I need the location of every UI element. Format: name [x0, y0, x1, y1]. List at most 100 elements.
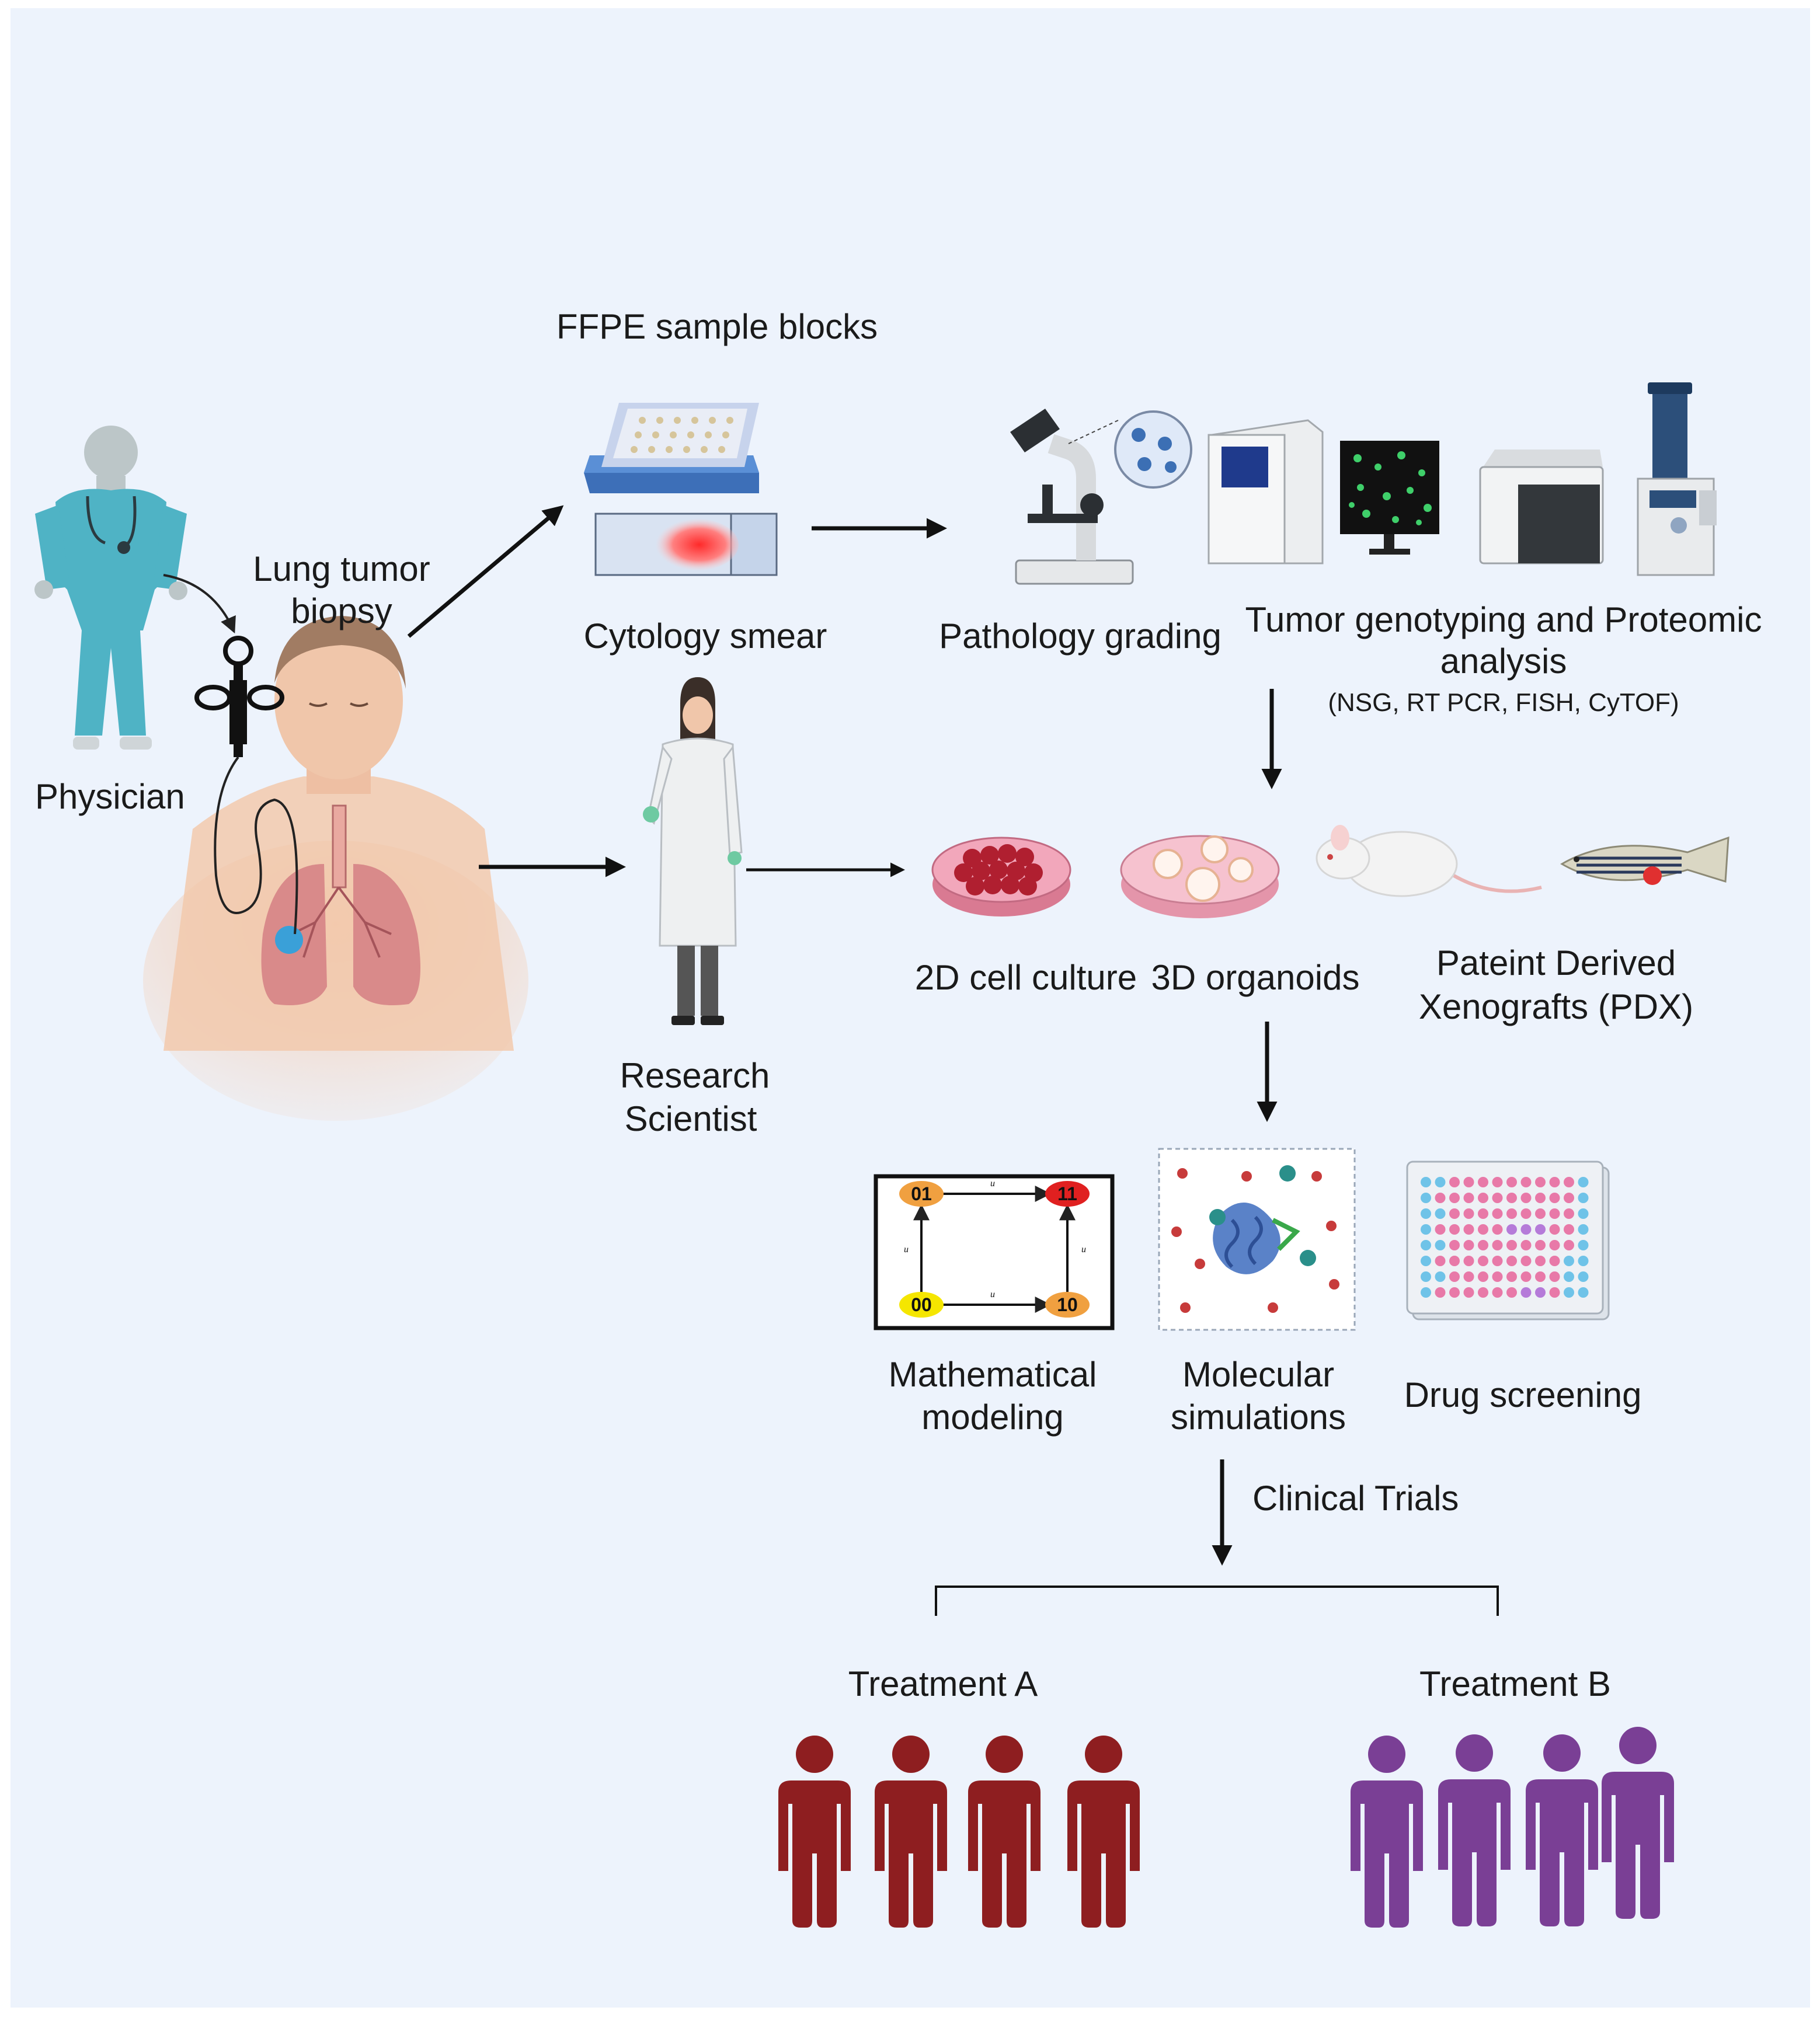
well — [1506, 1177, 1517, 1187]
well — [1492, 1287, 1503, 1298]
well — [1506, 1287, 1517, 1298]
well — [1421, 1177, 1431, 1187]
well — [1520, 1208, 1532, 1219]
well — [1463, 1256, 1474, 1266]
well — [1492, 1193, 1503, 1203]
label-genotyping-line1: Tumor genotyping and Proteomic — [1245, 600, 1762, 639]
well — [1421, 1256, 1431, 1266]
edge-label-right: u — [1081, 1245, 1086, 1255]
well — [1549, 1287, 1560, 1298]
well — [1478, 1240, 1488, 1250]
well — [1435, 1256, 1446, 1266]
well — [1492, 1271, 1503, 1282]
well — [1449, 1287, 1460, 1298]
well — [1463, 1208, 1474, 1219]
label-2d-culture: 2D cell culture — [914, 958, 1137, 997]
well — [1535, 1271, 1546, 1282]
well — [1564, 1224, 1574, 1235]
well — [1520, 1271, 1532, 1282]
label-molsim-line1: Molecular — [1182, 1355, 1335, 1394]
label-cytology: Cytology smear — [583, 616, 827, 656]
molecular-simulation-image — [1158, 1148, 1356, 1331]
label-molsim-line2: simulations — [1170, 1398, 1346, 1437]
label-math-line2: modeling — [921, 1398, 1064, 1437]
well — [1535, 1208, 1546, 1219]
well — [1549, 1193, 1560, 1203]
treatment-a-group — [778, 1736, 1140, 1928]
well — [1549, 1271, 1560, 1282]
person-icon — [1438, 1734, 1511, 1926]
edge-label-bottom: u — [990, 1290, 995, 1299]
organoid-3d-dish-image — [1120, 835, 1280, 918]
well — [1492, 1224, 1503, 1235]
pcr-machine-image — [1479, 450, 1604, 565]
zebrafish-image — [1560, 836, 1729, 885]
person-icon — [1351, 1736, 1423, 1928]
well — [1578, 1208, 1589, 1219]
label-treatment-b: Treatment B — [1419, 1664, 1611, 1703]
person-icon — [778, 1736, 851, 1928]
well — [1535, 1287, 1546, 1298]
label-research-line1: Research — [620, 1056, 770, 1095]
well — [1478, 1271, 1488, 1282]
well — [1478, 1177, 1488, 1187]
well — [1435, 1193, 1446, 1203]
person-icon — [1526, 1734, 1598, 1926]
biopsy-device — [194, 636, 298, 935]
edge-label-left: u — [904, 1245, 909, 1255]
treatment-b-group — [1351, 1727, 1674, 1928]
well — [1421, 1240, 1431, 1250]
well — [1421, 1271, 1431, 1282]
arrow-biopsy-to-ffpe — [407, 505, 564, 638]
well — [1449, 1271, 1460, 1282]
state-label-10: 10 — [1057, 1294, 1078, 1315]
person-icon — [1067, 1736, 1140, 1928]
well — [1492, 1240, 1503, 1250]
state-node-00 — [899, 1292, 944, 1318]
well — [1564, 1208, 1574, 1219]
label-pathology: Pathology grading — [939, 616, 1222, 656]
well — [1578, 1224, 1589, 1235]
well — [1564, 1271, 1574, 1282]
well — [1535, 1193, 1546, 1203]
well — [1578, 1256, 1589, 1266]
label-drug-screening: Drug screening — [1404, 1375, 1642, 1414]
well — [1506, 1208, 1517, 1219]
edge-label-top: u — [990, 1179, 995, 1189]
well — [1463, 1193, 1474, 1203]
ffpe-block-image — [584, 403, 759, 493]
label-research-line2: Scientist — [624, 1099, 757, 1138]
well — [1478, 1193, 1488, 1203]
person-icon — [968, 1736, 1041, 1928]
state-label-00: 00 — [911, 1294, 932, 1315]
label-pdx-line1: Pateint Derived — [1436, 943, 1676, 982]
label-lung-biopsy-line2: biopsy — [291, 591, 392, 630]
scientist-figure — [643, 677, 743, 1025]
well — [1535, 1256, 1546, 1266]
well — [1520, 1177, 1532, 1187]
label-physician: Physician — [35, 777, 185, 816]
well — [1506, 1193, 1517, 1203]
well — [1549, 1240, 1560, 1250]
well — [1449, 1193, 1460, 1203]
state-diagram: 01 11 00 10 u u u u — [874, 1174, 1115, 1330]
well-plate-image — [1406, 1161, 1610, 1320]
patient-figure — [143, 616, 528, 1121]
well — [1506, 1256, 1517, 1266]
well — [1449, 1224, 1460, 1235]
well — [1492, 1208, 1503, 1219]
person-icon — [875, 1736, 947, 1928]
label-treatment-a: Treatment A — [848, 1664, 1038, 1703]
well — [1578, 1177, 1589, 1187]
well — [1463, 1271, 1474, 1282]
well — [1478, 1224, 1488, 1235]
well — [1506, 1271, 1517, 1282]
well — [1549, 1256, 1560, 1266]
well — [1421, 1224, 1431, 1235]
well — [1478, 1287, 1488, 1298]
label-lung-biopsy-line1: Lung tumor — [253, 549, 430, 588]
well — [1435, 1287, 1446, 1298]
well — [1535, 1177, 1546, 1187]
state-label-01: 01 — [911, 1183, 932, 1204]
well — [1463, 1224, 1474, 1235]
